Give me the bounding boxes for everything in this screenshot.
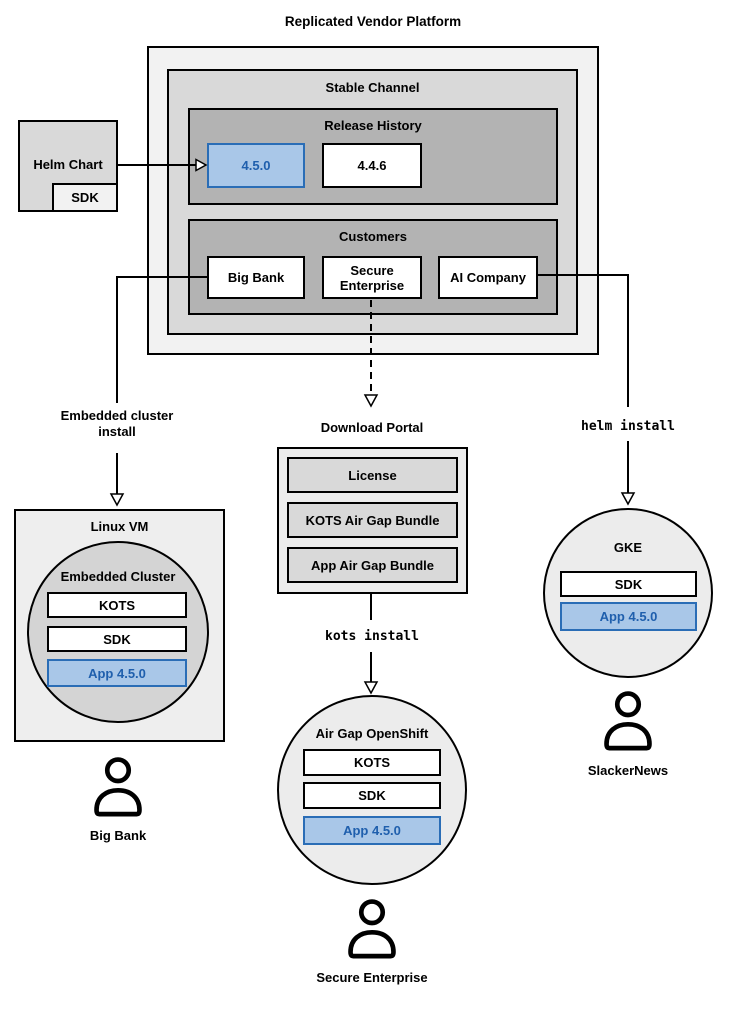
- gke-app: App 4.5.0: [560, 602, 697, 631]
- customer-secure-enterprise: Secure Enterprise: [322, 256, 422, 299]
- portal-item-app-bundle: App Air Gap Bundle: [287, 547, 458, 583]
- customer-big-bank: Big Bank: [207, 256, 305, 299]
- airgap-kots: KOTS: [303, 749, 441, 776]
- helm-chart-label: Helm Chart: [33, 157, 103, 172]
- portal-item-kots-bundle: KOTS Air Gap Bundle: [287, 502, 458, 538]
- arrowhead-icon: [363, 394, 379, 408]
- customer-ai-company: AI Company: [438, 256, 538, 299]
- embedded-cluster-sdk: SDK: [47, 626, 187, 652]
- user-icon: [348, 899, 396, 959]
- diagram-title: Replicated Vendor Platform: [284, 14, 462, 29]
- arrowhead-icon: [109, 493, 125, 507]
- slackernews-user-label: SlackerNews: [587, 763, 669, 778]
- gke-label: GKE: [613, 540, 643, 555]
- portal-item-license: License: [287, 457, 458, 493]
- release-history-label: Release History: [324, 118, 422, 133]
- kots-install-label: kots install: [325, 629, 419, 644]
- embedded-cluster-label: Embedded Cluster: [60, 569, 176, 584]
- release-4-5-0: 4.5.0: [207, 143, 305, 188]
- arrowhead-icon: [620, 492, 636, 506]
- customers-label: Customers: [339, 229, 407, 244]
- airgap-app: App 4.5.0: [303, 816, 441, 845]
- helm-install-label: helm install: [581, 419, 675, 434]
- arrowhead-icon: [363, 681, 379, 695]
- user-icon: [94, 757, 142, 817]
- embedded-cluster-app: App 4.5.0: [47, 659, 187, 687]
- helm-chart-sdk: SDK: [52, 183, 118, 212]
- big-bank-user-label: Big Bank: [89, 828, 147, 843]
- airgap-sdk: SDK: [303, 782, 441, 809]
- release-4-4-6: 4.4.6: [322, 143, 422, 188]
- download-portal-label: Download Portal: [320, 420, 424, 435]
- embedded-install-label: Embedded cluster install: [60, 408, 174, 439]
- user-icon: [604, 691, 652, 751]
- linux-vm-label: Linux VM: [90, 519, 149, 534]
- gke-sdk: SDK: [560, 571, 697, 597]
- embedded-cluster-kots: KOTS: [47, 592, 187, 618]
- airgap-openshift-label: Air Gap OpenShift: [315, 726, 429, 741]
- secure-enterprise-user-label: Secure Enterprise: [316, 970, 428, 985]
- stable-channel-label: Stable Channel: [325, 80, 420, 95]
